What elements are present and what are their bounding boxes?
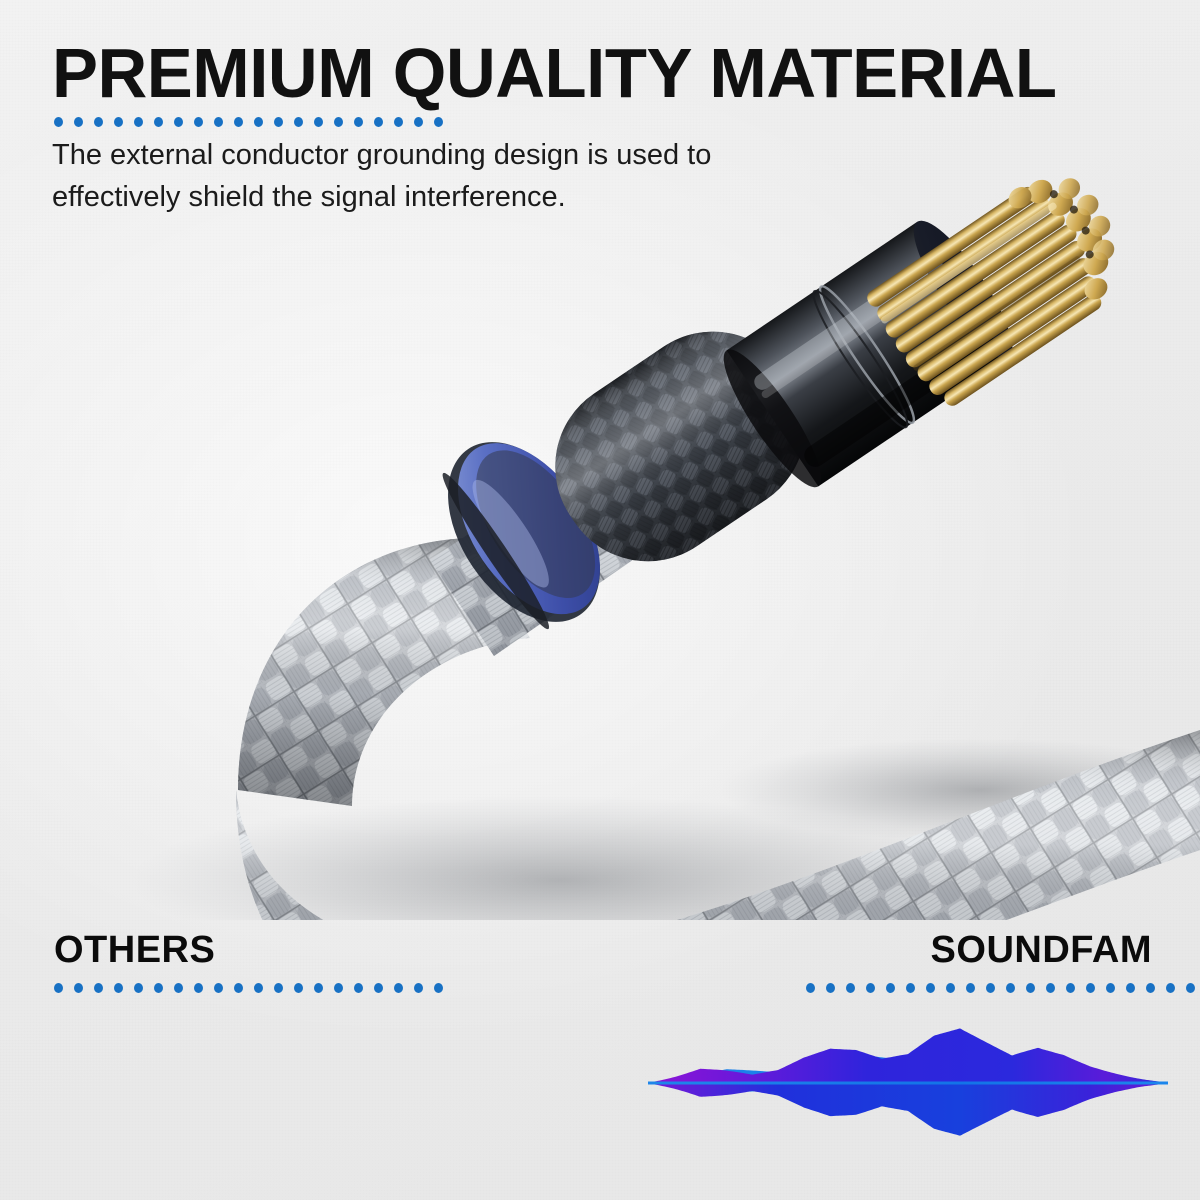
divider-dot <box>254 117 263 127</box>
divider-dot <box>1046 983 1055 993</box>
divider-dot <box>926 983 935 993</box>
divider-dot <box>1006 983 1015 993</box>
soundfam-layer-indigo <box>648 1028 1168 1083</box>
others-label: OTHERS <box>54 929 216 971</box>
divider-dot <box>294 983 303 993</box>
divider-dot <box>906 983 915 993</box>
divider-dot <box>154 983 163 993</box>
divider-dot <box>114 117 123 127</box>
divider-dot <box>1066 983 1075 993</box>
divider-dot <box>134 117 143 127</box>
divider-dot <box>986 983 995 993</box>
divider-dot <box>846 983 855 993</box>
divider-dot <box>806 983 815 993</box>
divider-dot <box>54 983 63 993</box>
others-dotted-divider <box>54 982 443 994</box>
divider-dot <box>274 117 283 127</box>
divider-dot <box>234 983 243 993</box>
divider-dot <box>966 983 975 993</box>
divider-dot <box>294 117 303 127</box>
divider-dot <box>946 983 955 993</box>
divider-dot <box>1146 983 1155 993</box>
divider-dot <box>194 983 203 993</box>
soundfam-dotted-divider <box>806 982 1195 994</box>
divider-dot <box>434 117 443 127</box>
divider-dot <box>1026 983 1035 993</box>
divider-dot <box>274 983 283 993</box>
divider-dot <box>866 983 875 993</box>
divider-dot <box>54 117 63 127</box>
divider-dot <box>154 117 163 127</box>
divider-dot <box>174 983 183 993</box>
divider-dot <box>1126 983 1135 993</box>
divider-dot <box>254 983 263 993</box>
header-dotted-divider <box>54 116 443 128</box>
divider-dot <box>314 983 323 993</box>
divider-dot <box>394 983 403 993</box>
divider-dot <box>1166 983 1175 993</box>
divider-dot <box>1086 983 1095 993</box>
page-title: PREMIUM QUALITY MATERIAL <box>52 34 1057 112</box>
soundfam-layer-indigo-lower <box>648 1083 1168 1136</box>
divider-dot <box>74 983 83 993</box>
soundfam-center-line <box>648 1081 1168 1085</box>
divider-dot <box>174 117 183 127</box>
divider-dot <box>414 983 423 993</box>
divider-dot <box>354 117 363 127</box>
others-waveform <box>42 1041 615 1125</box>
divider-dot <box>314 117 323 127</box>
divider-dot <box>1106 983 1115 993</box>
soundfam-label: SOUNDFAM <box>930 929 1152 971</box>
divider-dot <box>94 983 103 993</box>
header-subhead: The external conductor grounding design … <box>52 139 712 213</box>
divider-dot <box>194 117 203 127</box>
divider-dot <box>214 117 223 127</box>
divider-dot <box>134 983 143 993</box>
divider-dot <box>334 117 343 127</box>
divider-dot <box>1186 983 1195 993</box>
divider-dot <box>234 117 243 127</box>
soundfam-waveform <box>648 1028 1168 1136</box>
divider-dot <box>374 983 383 993</box>
divider-dot <box>394 117 403 127</box>
divider-dot <box>94 117 103 127</box>
divider-dot <box>114 983 123 993</box>
divider-dot <box>374 117 383 127</box>
divider-dot <box>74 117 83 127</box>
divider-dot <box>334 983 343 993</box>
divider-dot <box>214 983 223 993</box>
divider-dot <box>414 117 423 127</box>
divider-dot <box>886 983 895 993</box>
divider-dot <box>434 983 443 993</box>
divider-dot <box>826 983 835 993</box>
divider-dot <box>354 983 363 993</box>
